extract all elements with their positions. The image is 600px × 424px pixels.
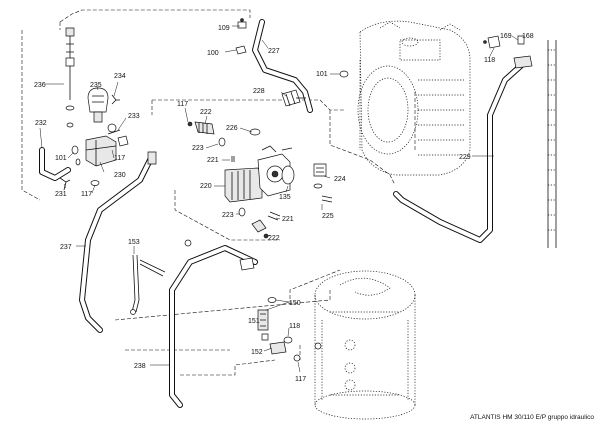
storage-tank	[314, 270, 416, 420]
diagram-caption: ATLANTIS HM 30/110 E/P gruppo idraulico	[470, 414, 594, 421]
label-101: 101	[55, 155, 67, 162]
label-224: 224	[334, 176, 346, 183]
label-233: 233	[128, 113, 140, 120]
label-151: 151	[248, 318, 260, 325]
label-222: 222	[268, 235, 280, 242]
label-221: 221	[282, 216, 294, 223]
safety-valve-assembly	[65, 27, 75, 128]
label-234: 234	[114, 73, 126, 80]
tank-fittings	[184, 239, 322, 362]
guide-lines	[21, 9, 416, 376]
label-117: 117	[177, 101, 188, 108]
label-117: 117	[114, 155, 125, 162]
pipes	[39, 19, 528, 408]
label-229: 229	[459, 154, 471, 161]
pump-fittings	[187, 121, 281, 239]
hydraulic-block	[85, 123, 129, 167]
boiler-body	[357, 20, 471, 176]
label-117: 117	[81, 191, 92, 198]
mounting-rail	[547, 40, 557, 248]
label-226: 226	[226, 125, 238, 132]
label-236: 236	[34, 82, 46, 89]
label-222: 222	[200, 109, 212, 116]
top-small-parts	[235, 18, 533, 78]
label-100: 100	[207, 50, 219, 57]
label-118: 118	[484, 57, 495, 64]
label-168: 168	[522, 33, 534, 40]
label-118: 118	[289, 323, 300, 330]
label-152: 152	[251, 349, 263, 356]
flexible-hose	[130, 254, 166, 315]
label-101: 101	[316, 71, 328, 78]
label-235: 235	[90, 82, 102, 89]
label-230: 230	[114, 172, 126, 179]
label-231: 231	[55, 191, 67, 198]
pressure-gauge	[87, 87, 109, 123]
leader-lines	[39, 25, 519, 373]
label-169: 169	[500, 33, 512, 40]
label-220: 220	[200, 183, 212, 190]
label-223: 223	[192, 145, 204, 152]
part-labels: 109 100 227 101 169 168 118 236 235 234 …	[34, 25, 534, 383]
label-117: 117	[295, 376, 306, 383]
label-232: 232	[35, 120, 47, 127]
circulation-pump	[224, 145, 295, 203]
clip-234	[111, 94, 120, 105]
label-150: 150	[289, 300, 301, 307]
label-135: 135	[279, 194, 291, 201]
label-225: 225	[322, 213, 334, 220]
label-223: 223	[222, 212, 234, 219]
label-153: 153	[128, 239, 140, 246]
label-221: 221	[207, 157, 219, 164]
label-237: 237	[60, 244, 72, 251]
air-vent-valve	[281, 89, 306, 107]
label-227: 227	[268, 48, 280, 55]
label-109: 109	[218, 25, 230, 32]
label-238: 238	[134, 363, 146, 370]
label-228: 228	[253, 88, 265, 95]
sensor-fittings	[313, 163, 333, 203]
